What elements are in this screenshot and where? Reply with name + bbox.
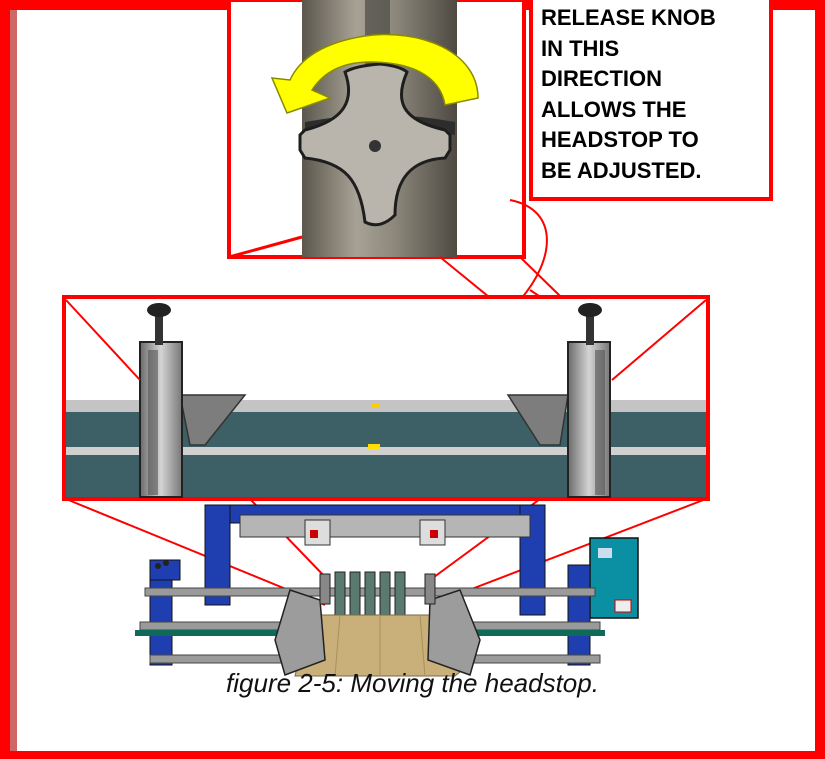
callout-line: IN THIS [541, 35, 620, 61]
knob-detail-inset [227, 0, 526, 259]
right-headstop [506, 303, 611, 498]
callout-line: BE ADJUSTED. [541, 157, 702, 183]
rotation-arrow-icon [270, 33, 479, 114]
callout-text: RELEASE KNOB IN THIS DIRECTION ALLOWS TH… [541, 3, 773, 186]
left-headstop [139, 303, 247, 498]
table-detail-inset [62, 295, 710, 501]
callout-line: RELEASE KNOB [541, 5, 716, 30]
callout-line: DIRECTION [541, 66, 662, 91]
callout-line: ALLOWS THE [541, 96, 687, 122]
callout-box [529, 0, 773, 201]
machine-overview [135, 504, 639, 677]
callout-line: HEADSTOP TO [541, 127, 699, 152]
figure-caption: figure 2-5: Moving the headstop. [226, 668, 599, 698]
roller-assembly [334, 571, 406, 643]
